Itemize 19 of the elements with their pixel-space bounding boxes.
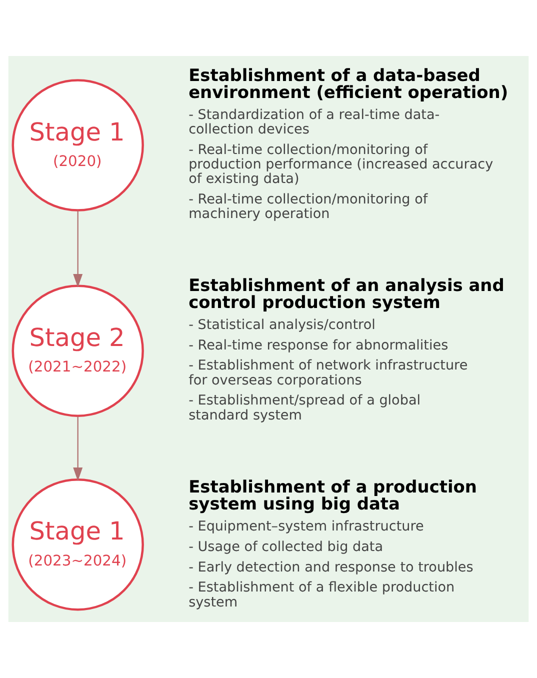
node-label: - Statistical analysis/control <box>188 316 376 333</box>
node-label: - Establishment of a flexible production system <box>188 580 455 610</box>
node-circle: Stage 1 (2020) <box>12 79 144 212</box>
arrow <box>73 210 83 288</box>
node-label: - Early detection and response to troubles <box>188 559 474 576</box>
node-label: - Real-time collection/monitoring of machinery operation <box>188 192 428 222</box>
node-label: - Establishment of network infrastructure for overseas corporations <box>188 358 468 388</box>
arrow <box>73 416 83 482</box>
node-circle: Stage 2 (2021~2022) <box>12 284 144 417</box>
node-label: - Real-time response for abnormalities <box>188 337 448 354</box>
node-label: - Standardization of a real-time data-collection devices <box>188 106 440 138</box>
node-label: Establishment of a production system using big data <box>188 476 477 514</box>
node-label: - Real-time collection/monitoring of production performance (increased accuracy of existing data) <box>188 142 494 188</box>
node-label: Establishment of a data-based environment (efficient operation) <box>188 64 508 102</box>
node-circle: Stage 1 (2023~2024) <box>12 478 144 611</box>
node-label: - Equipment–system infrastructure <box>188 518 424 535</box>
node-label: Establishment of an analysis and control production system <box>188 274 504 312</box>
node-label: - Usage of collected big data <box>188 538 384 555</box>
node-label: - Establishment/spread of a global standard system <box>188 392 421 424</box>
